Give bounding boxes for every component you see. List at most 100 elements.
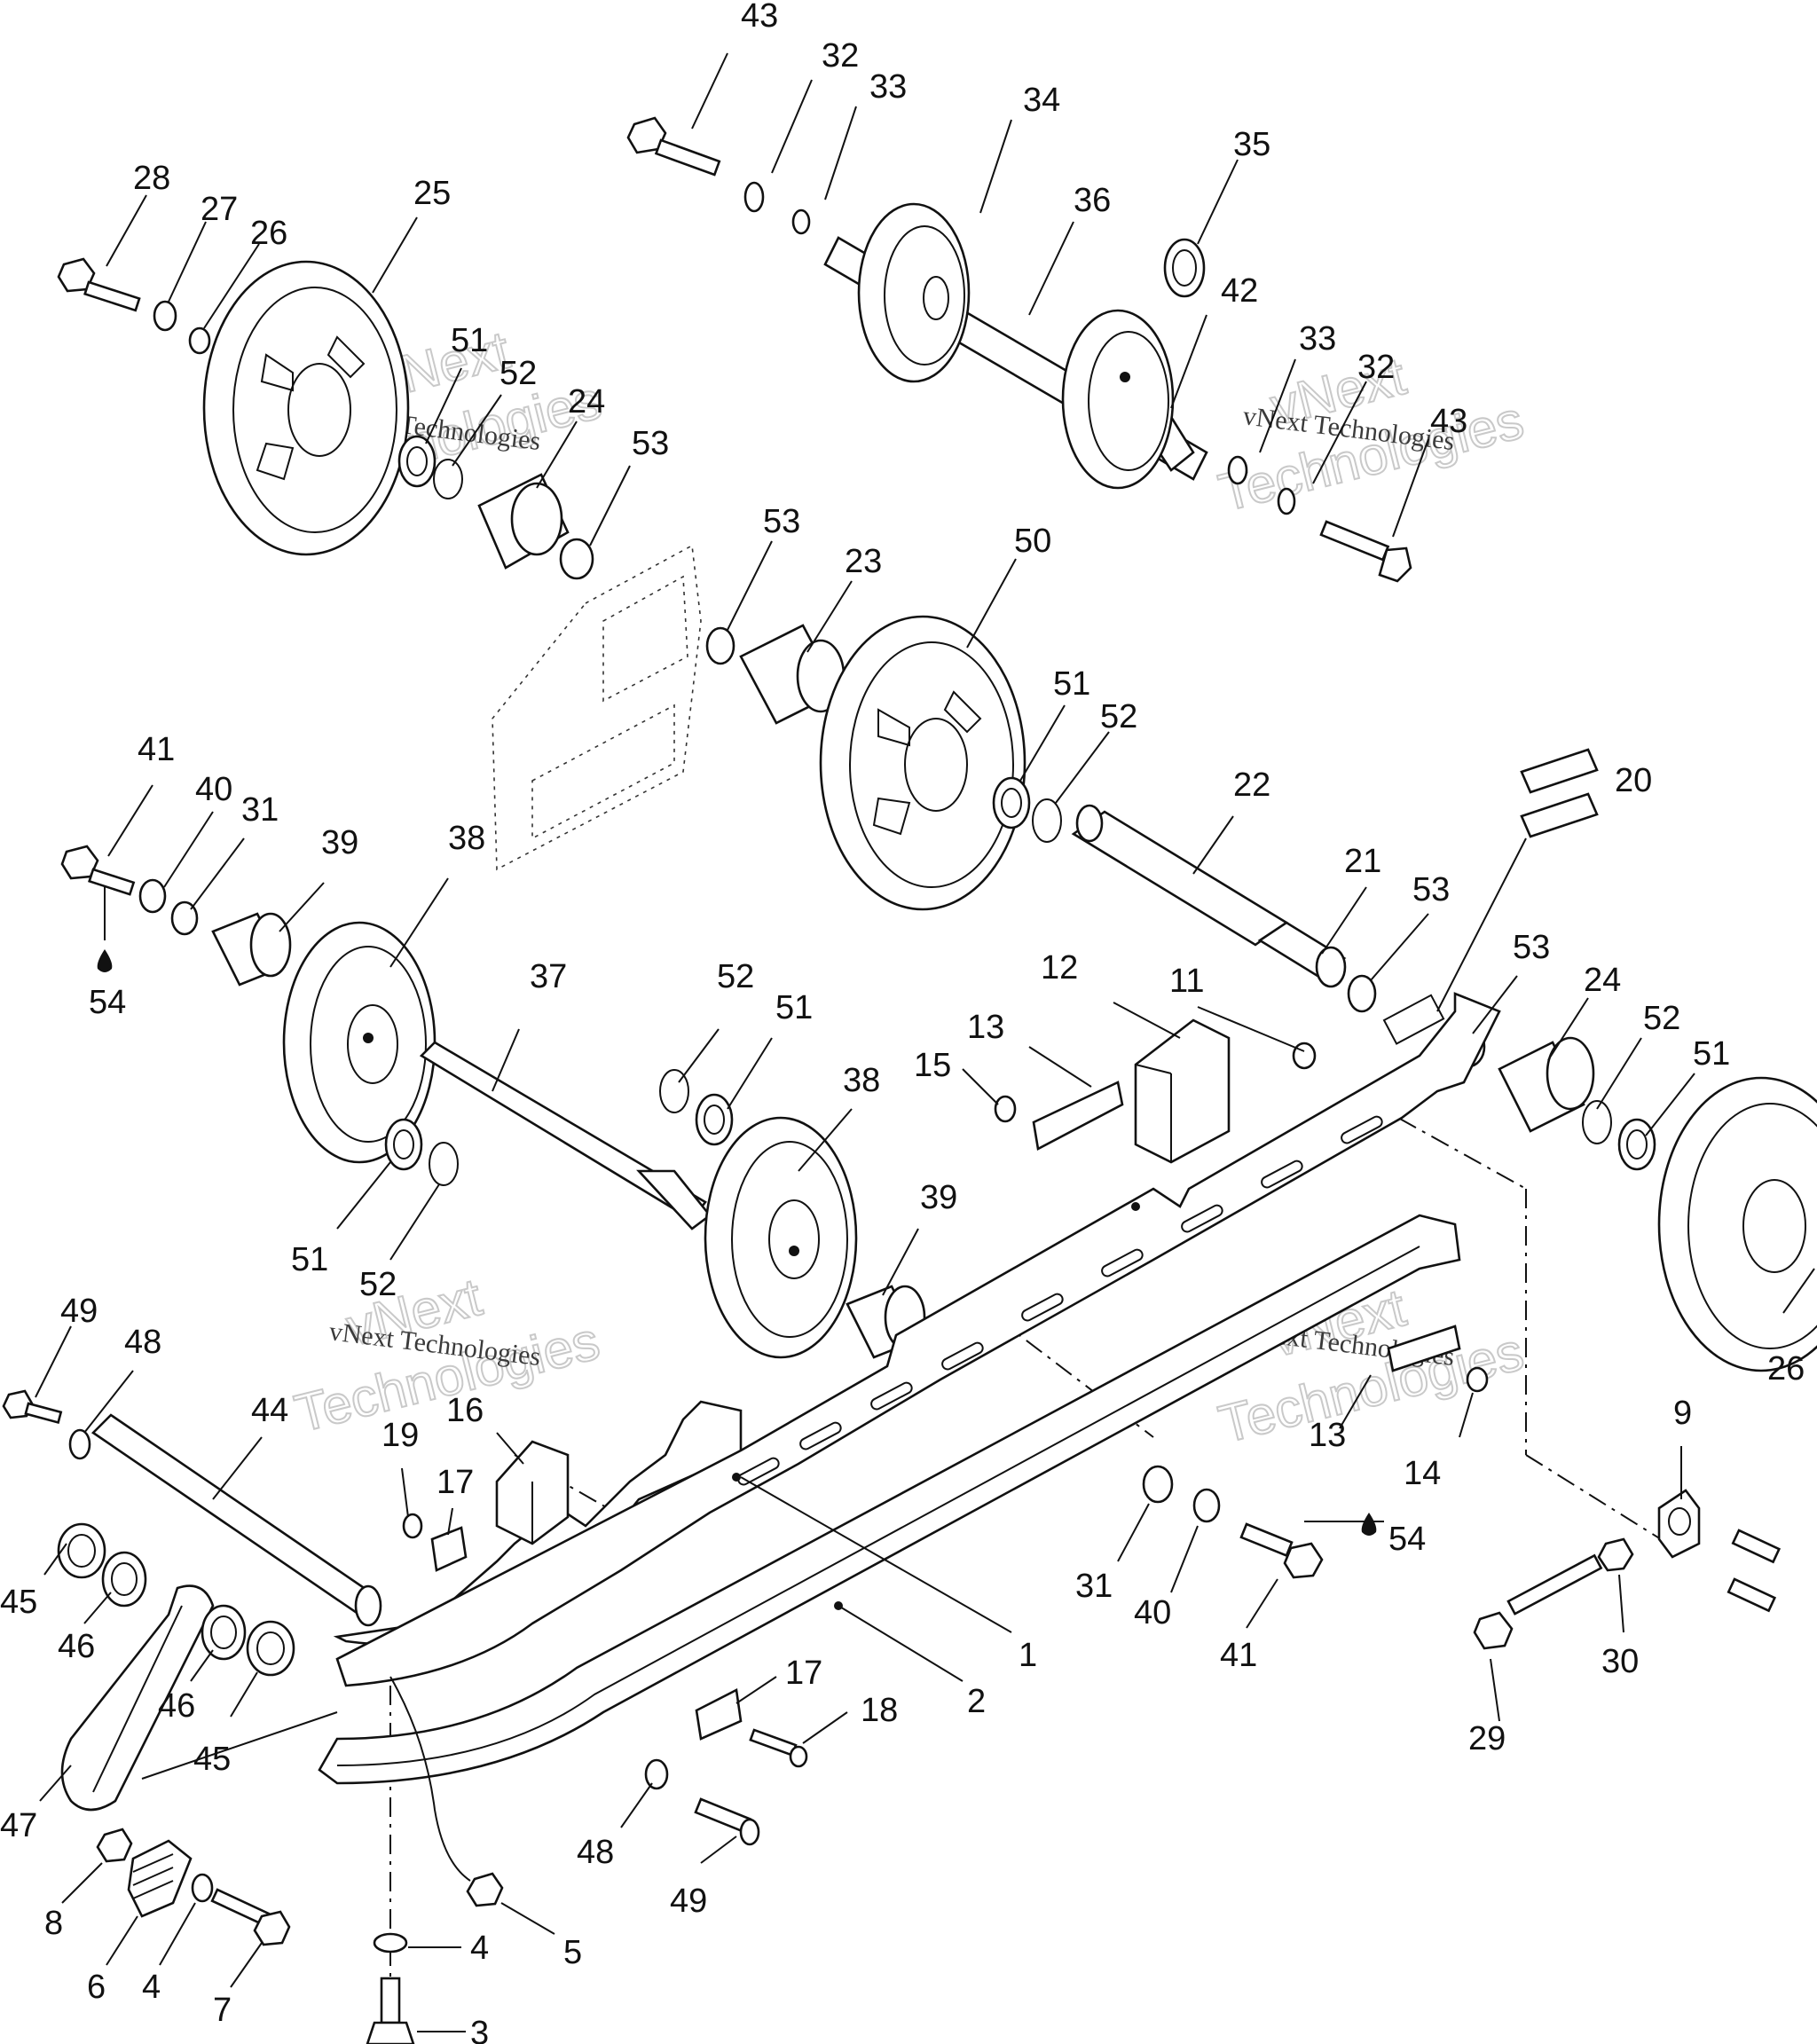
left-rear-wheel-assembly: [60, 845, 926, 1359]
callout-15: 15: [914, 1047, 951, 1084]
callout-39-center: 39: [920, 1179, 957, 1216]
shaft-21: [1257, 921, 1347, 988]
washer-19: [402, 1513, 423, 1539]
callout-49-lower: 49: [670, 1883, 707, 1920]
callout-36: 36: [1074, 182, 1111, 219]
stopper-block-12: [1134, 1018, 1231, 1164]
callout-45-upper: 45: [0, 1584, 37, 1621]
bushing-46-lower: [201, 1604, 247, 1661]
shaft-22: [1071, 804, 1289, 947]
bolt-7: [210, 1888, 291, 1946]
washer-53-upper: [559, 538, 594, 580]
callout-54-lower: 54: [1388, 1521, 1426, 1558]
washer-26-upper: [188, 326, 211, 355]
callout-26-lower: 26: [1767, 1350, 1805, 1388]
callout-23: 23: [845, 543, 882, 580]
callout-52-center: 52: [717, 958, 754, 995]
wheel-25: [202, 260, 410, 556]
callout-51-middle: 51: [1053, 665, 1090, 703]
callout-52-right: 52: [1643, 1000, 1680, 1037]
wheel-26-lower: [1657, 1076, 1817, 1372]
callout-53-middle: 53: [763, 503, 800, 540]
washer-32-right: [1277, 487, 1296, 515]
callout-51-left: 51: [291, 1241, 328, 1278]
circlip-52-center: [659, 1069, 689, 1113]
callout-38-center: 38: [843, 1062, 880, 1099]
callout-33-top: 33: [869, 68, 907, 106]
callout-51-top-left: 51: [451, 322, 488, 359]
bearing-51-middle: [992, 776, 1031, 829]
callout-12: 12: [1041, 949, 1078, 987]
spacer-39-upper: [211, 912, 292, 987]
clamp-45-lower: [246, 1620, 295, 1677]
nut-8: [96, 1828, 133, 1863]
washer-15: [994, 1095, 1017, 1123]
bearing-51-upper-left: [397, 435, 437, 488]
axle-37: [419, 1041, 712, 1230]
callout-34: 34: [1023, 82, 1060, 119]
callout-41-lower: 41: [1220, 1637, 1257, 1674]
callout-13-lower: 13: [1309, 1417, 1346, 1454]
plate-13-upper: [1032, 1081, 1124, 1151]
callout-52-middle: 52: [1100, 698, 1137, 735]
callout-39-top: 39: [321, 824, 358, 861]
callout-1: 1: [1019, 1637, 1037, 1674]
callout-13-top: 13: [967, 1009, 1004, 1046]
stopper-6: [127, 1839, 193, 1918]
nut-30: [1597, 1537, 1634, 1572]
grease-drop-icon: [97, 949, 113, 972]
callout-22: 22: [1233, 766, 1270, 804]
callout-43-top: 43: [741, 0, 778, 35]
plate-13-lower: [1387, 1325, 1461, 1372]
wheel-50: [819, 615, 1026, 911]
plate-17-upper: [430, 1526, 468, 1572]
clamp-45-upper: [57, 1522, 106, 1579]
callout-32-right: 32: [1357, 349, 1395, 386]
callout-3: 3: [470, 2015, 489, 2044]
bolt-43-right: [1319, 520, 1412, 583]
right-rear-wheel-assembly: [1292, 1026, 1817, 1372]
belt-47: [60, 1584, 215, 1812]
nut-14: [1466, 1366, 1489, 1393]
callout-53-top: 53: [632, 425, 669, 462]
callout-50: 50: [1014, 523, 1051, 560]
upper-left-wheel-assembly: [57, 257, 594, 580]
bolt-28: [57, 257, 141, 312]
callout-48-top: 48: [124, 1324, 161, 1361]
front-idler-axle-assembly: [626, 116, 1412, 583]
callout-17-upper: 17: [437, 1464, 474, 1501]
callout-53-shaft: 53: [1412, 871, 1450, 908]
washer-53-right-shaft: [1347, 974, 1377, 1013]
callout-40-lower: 40: [1134, 1594, 1171, 1631]
bolt-49-lower: [694, 1797, 760, 1846]
callout-29: 29: [1468, 1720, 1506, 1757]
washer-48-lower: [644, 1758, 669, 1790]
adjuster-bracket-9: [1657, 1489, 1701, 1559]
callout-7: 7: [213, 1992, 232, 2029]
callout-44: 44: [251, 1392, 288, 1429]
callout-21: 21: [1344, 843, 1381, 880]
callout-43-right: 43: [1430, 403, 1467, 440]
callout-47: 47: [0, 1807, 37, 1844]
wheel-34: [857, 202, 971, 383]
leader-lines: [35, 52, 1815, 2032]
callout-32-top: 32: [822, 37, 859, 75]
bolt-41-upper: [60, 845, 136, 896]
washer-40-lower: [1192, 1488, 1221, 1523]
callout-52-left: 52: [359, 1266, 397, 1303]
callout-20: 20: [1615, 762, 1652, 799]
callout-45-lower: 45: [193, 1741, 231, 1778]
callout-46-upper: 46: [58, 1628, 95, 1665]
shaft-44: [90, 1413, 382, 1627]
callout-48-lower: 48: [577, 1834, 614, 1871]
callout-52-top-left: 52: [499, 355, 537, 392]
screw-18: [749, 1728, 808, 1768]
callout-9: 9: [1673, 1395, 1692, 1432]
bolt-41-lower: [1239, 1522, 1324, 1579]
circlip-52-left: [429, 1142, 459, 1186]
phantom-mounting-plate: [492, 544, 702, 871]
adjuster-bolt-29: [1473, 1553, 1603, 1650]
washer-53-middle: [705, 626, 735, 665]
bearing-51-right: [1617, 1118, 1656, 1171]
